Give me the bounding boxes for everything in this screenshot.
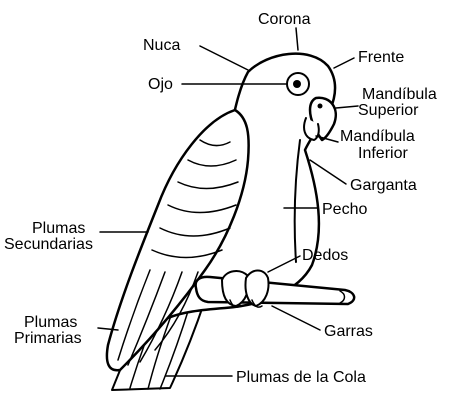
label-pecho: Pecho bbox=[322, 201, 367, 218]
label-corona: Corona bbox=[258, 11, 311, 28]
label-dedos: Dedos bbox=[302, 247, 348, 264]
label-mandibula-superior-1: Mandíbula bbox=[362, 86, 437, 103]
label-garras: Garras bbox=[324, 323, 373, 340]
leader-corona bbox=[296, 28, 298, 50]
label-plumas-primarias-1: Plumas bbox=[24, 314, 77, 331]
label-plumas-secundarias-2: Secundarias bbox=[4, 236, 93, 253]
leader-frente bbox=[334, 58, 354, 68]
leader-garras bbox=[272, 306, 320, 330]
label-garganta: Garganta bbox=[350, 177, 417, 194]
leader-nuca bbox=[200, 46, 248, 70]
label-mandibula-inferior-2: Inferior bbox=[358, 145, 408, 162]
label-plumas-primarias-2: Primarias bbox=[14, 330, 82, 347]
label-mandibula-superior-2: Superior bbox=[358, 102, 419, 119]
eye-pupil bbox=[293, 80, 301, 88]
nostril bbox=[318, 104, 323, 109]
label-ojo: Ojo bbox=[148, 76, 173, 93]
label-frente: Frente bbox=[358, 49, 404, 66]
leader-garganta bbox=[310, 160, 346, 184]
label-nuca: Nuca bbox=[143, 37, 180, 54]
label-plumas-cola: Plumas de la Cola bbox=[236, 369, 366, 386]
label-plumas-secundarias-1: Plumas bbox=[32, 220, 85, 237]
label-mandibula-inferior-1: Mandíbula bbox=[340, 128, 415, 145]
leader-mandibula-superior bbox=[336, 106, 358, 108]
